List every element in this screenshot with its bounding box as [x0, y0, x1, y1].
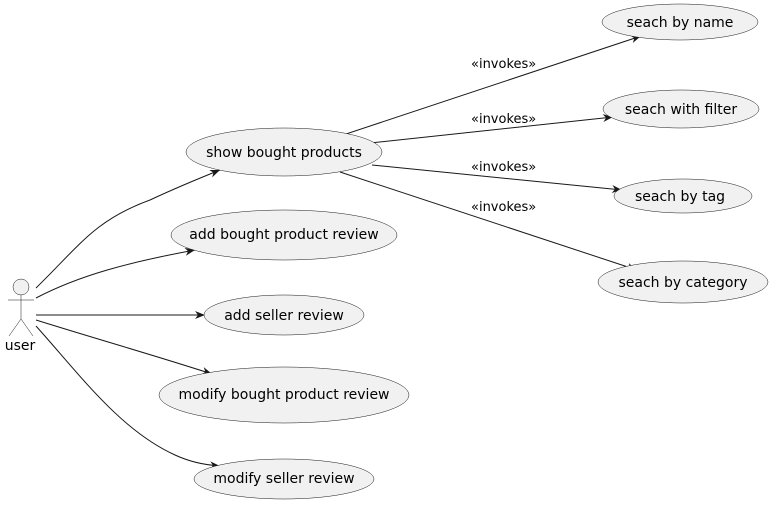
invokes-label-seach-by-category: «invokes»: [471, 200, 536, 215]
actor-head: [12, 278, 30, 296]
edge-show-bought-products-seach-by-tag: [371, 164, 623, 193]
invokes-label-seach-with-filter: «invokes»: [471, 112, 536, 127]
use-case-modify-seller-review[interactable]: modify seller review: [193, 458, 375, 500]
use-case-ellipse: [193, 458, 375, 500]
use-case-seach-by-category[interactable]: seach by category: [597, 260, 769, 304]
use-case-ellipse: [597, 260, 769, 304]
edge-user-modify-seller-review: [35, 325, 221, 470]
use-case-ellipse: [203, 294, 365, 336]
use-case-ellipse: [170, 209, 398, 261]
invokes-label-seach-by-name: «invokes»: [471, 57, 536, 72]
use-case-add-seller-review[interactable]: add seller review: [203, 294, 365, 336]
use-case-label: seach by name: [627, 15, 734, 31]
use-case-label: seach by category: [618, 275, 747, 291]
use-case-label: show bought products: [206, 145, 362, 161]
use-case-show-bought-products[interactable]: show bought products: [185, 127, 383, 177]
use-case-label: modify seller review: [213, 471, 354, 487]
invokes-label-seach-by-tag: «invokes»: [471, 160, 536, 175]
actor-label: user: [5, 338, 36, 354]
use-case-add-bought-product-review[interactable]: add bought product review: [170, 209, 398, 261]
use-case-ellipse: [185, 127, 383, 177]
edge-user-modify-bought-product-review: [35, 319, 213, 375]
use-case-label: modify bought product review: [178, 387, 389, 403]
use-case-label: seach by tag: [635, 189, 725, 205]
use-case-label: seach with filter: [625, 102, 737, 118]
edge-show-bought-products-seach-by-name: [339, 35, 642, 137]
use-case-seach-with-filter[interactable]: seach with filter: [602, 89, 760, 129]
use-case-label: add bought product review: [189, 227, 378, 243]
use-case-ellipse: [602, 89, 760, 129]
edge-show-bought-products-seach-with-filter: [369, 114, 614, 144]
use-case-seach-by-tag[interactable]: seach by tag: [613, 178, 753, 214]
actor-left-leg: [8, 318, 22, 337]
use-case-label: add seller review: [224, 308, 344, 324]
actor-user: user: [5, 278, 36, 354]
edge-user-add-bought-product-review: [35, 247, 196, 299]
actor-right-leg: [20, 318, 34, 337]
edge-user-show-bought-products: [35, 169, 221, 289]
use-case-ellipse: [601, 3, 759, 41]
edge-show-bought-products-seach-by-category: [339, 171, 638, 271]
use-case-ellipse: [158, 366, 410, 424]
use-case-modify-bought-product-review[interactable]: modify bought product review: [158, 366, 410, 424]
use-case-seach-by-name[interactable]: seach by name: [601, 3, 759, 41]
use-case-ellipse: [613, 178, 753, 214]
